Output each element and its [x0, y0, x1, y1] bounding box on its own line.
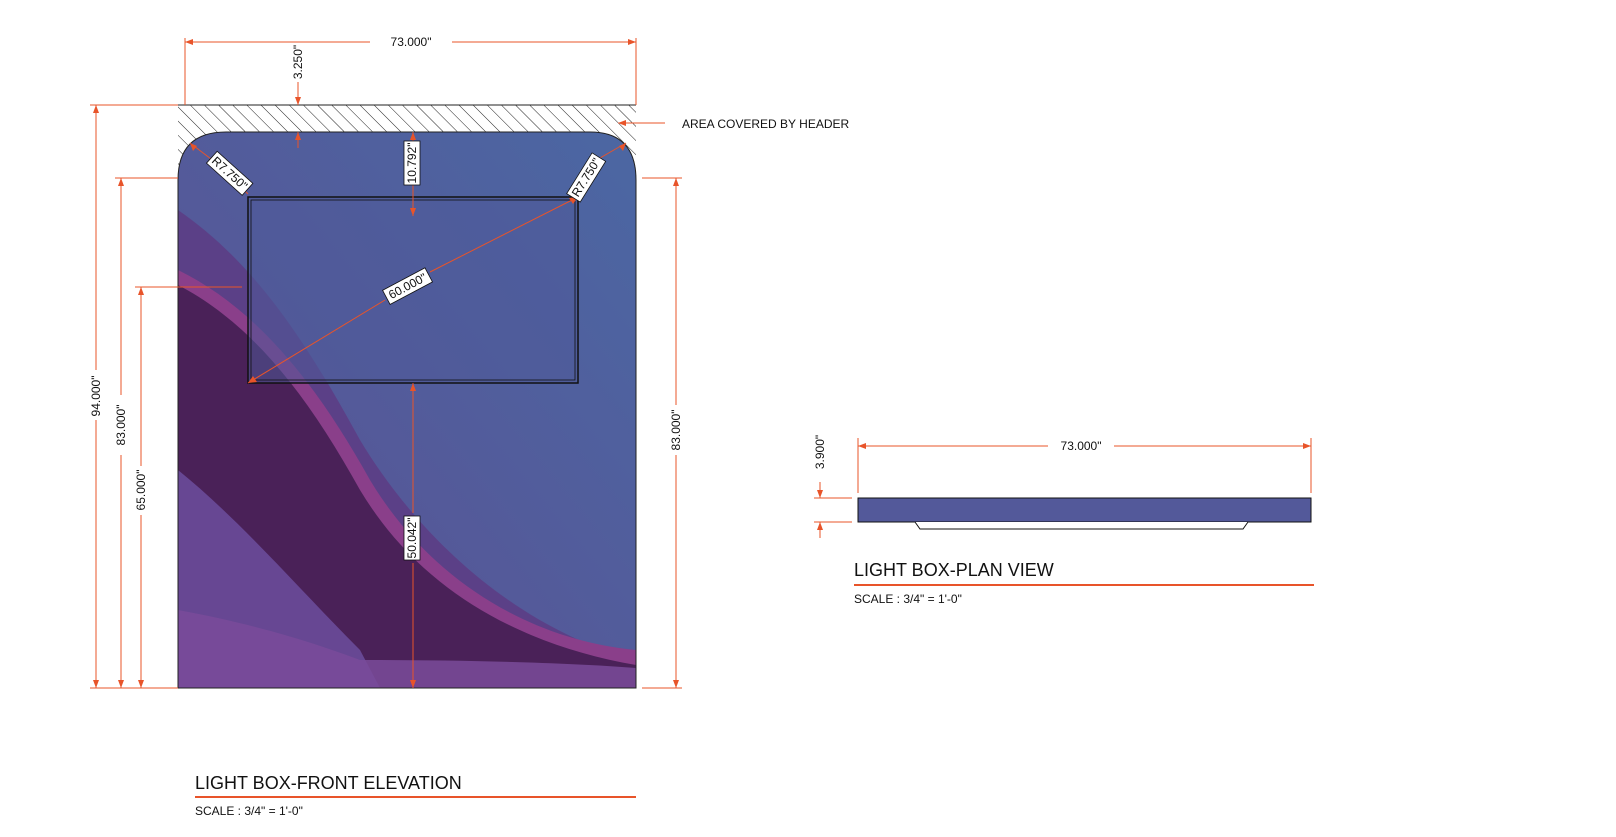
dim-top-to-screen: 10.792": [405, 143, 419, 184]
dim-right-height: 83.000": [669, 410, 683, 451]
plan-view: 73.000" 3.900" LIGHT BOX-PLAN VIEW SCALE…: [813, 435, 1314, 606]
dim-screen-to-bottom: 50.042": [405, 518, 419, 559]
panel-outline: [177, 131, 637, 689]
dim-header-height: 3.250": [291, 45, 305, 79]
plan-light-box: [857, 497, 1312, 523]
front-title-block: LIGHT BOX-FRONT ELEVATION SCALE : 3/4" =…: [195, 773, 636, 818]
dim-top-width: 73.000": [391, 35, 432, 49]
plan-title: LIGHT BOX-PLAN VIEW: [854, 560, 1054, 580]
dim-left-height: 83.000": [114, 405, 128, 446]
plan-width: 73.000": [1061, 439, 1102, 453]
plan-base: [914, 521, 1249, 530]
front-scale: SCALE : 3/4" = 1'-0": [195, 804, 303, 818]
dimension-arrows: [93, 39, 679, 688]
front-title: LIGHT BOX-FRONT ELEVATION: [195, 773, 462, 793]
plan-scale: SCALE : 3/4" = 1'-0": [854, 592, 962, 606]
header-note: AREA COVERED BY HEADER: [682, 117, 849, 131]
plan-depth: 3.900": [813, 435, 827, 469]
dim-left-screen-height: 65.000": [134, 470, 148, 511]
dim-total-height: 94.000": [89, 376, 103, 417]
